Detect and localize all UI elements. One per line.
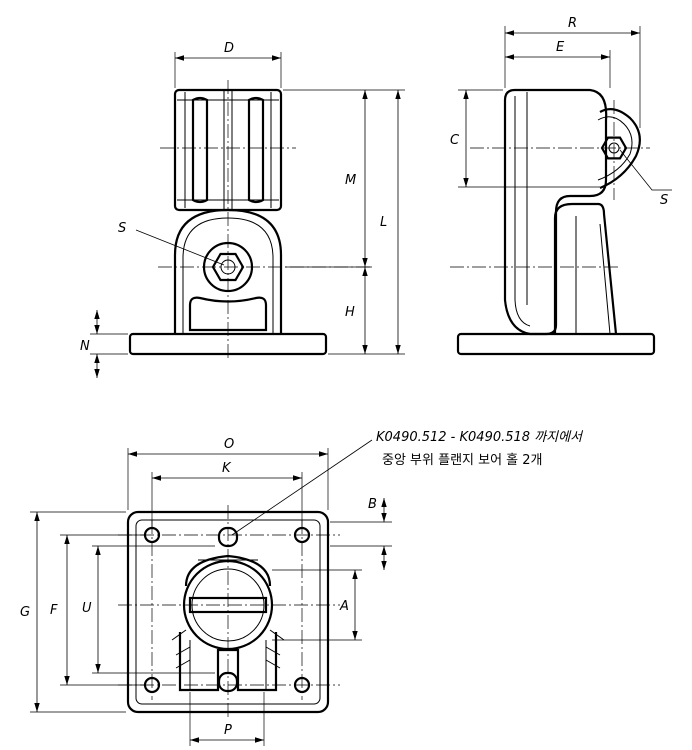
side-clamp-housing	[503, 88, 608, 336]
note-line-1: K0490.512 - K0490.518 까지에서	[376, 430, 584, 445]
front-S-label: S	[118, 221, 126, 236]
dim-M-label: M	[345, 173, 356, 188]
dim-P-label: P	[224, 723, 232, 738]
dim-L-label: L	[380, 215, 387, 230]
dim-E-label: E	[556, 40, 565, 55]
side-screw-boss	[599, 107, 641, 190]
side-support	[553, 202, 618, 335]
side-view	[450, 88, 656, 356]
dim-C-label: C	[450, 133, 460, 148]
dim-D-label: D	[224, 41, 234, 56]
dim-O-label: O	[224, 437, 234, 452]
note-line-2: 중앙 부위 플랜지 보어 홀 2개	[382, 453, 543, 468]
dim-U-label: U	[82, 601, 92, 616]
front-slot	[188, 296, 268, 332]
dim-K-label: K	[222, 461, 232, 476]
dim-A-label: A	[339, 599, 349, 614]
top-dimensions: O K B A G F U P K0490.512 - K0490.518 까지…	[20, 430, 584, 746]
front-dimensions: D M L H N S	[80, 41, 405, 378]
dim-B-label: B	[368, 497, 377, 512]
front-view	[128, 80, 370, 360]
dim-H-label: H	[345, 305, 355, 320]
dim-N-label: N	[80, 339, 90, 354]
side-base-plate	[456, 332, 656, 356]
dim-G-label: G	[20, 605, 30, 620]
dim-F-label: F	[50, 603, 58, 618]
dim-R-label: R	[568, 16, 577, 31]
side-dimensions: R E C S	[450, 16, 672, 208]
side-S-label: S	[660, 193, 668, 208]
top-view	[118, 505, 340, 718]
